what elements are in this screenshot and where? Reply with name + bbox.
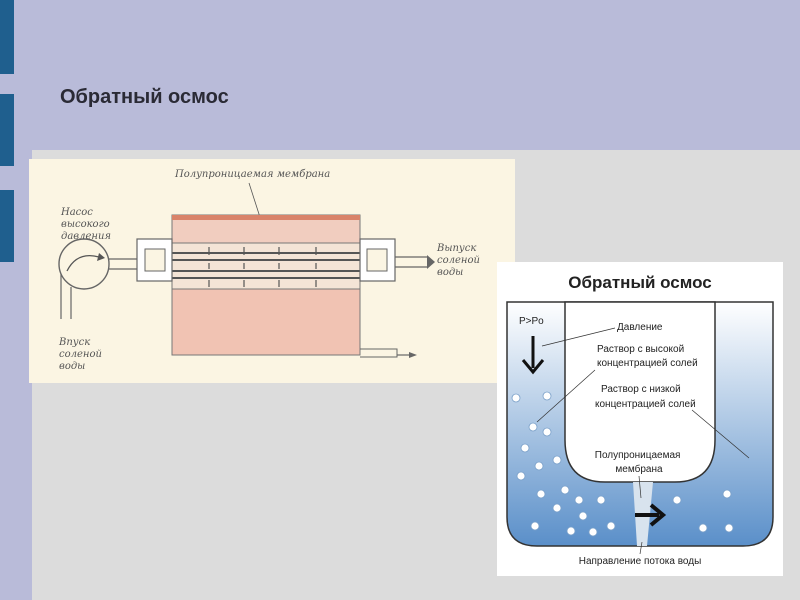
stripe-block: [0, 190, 14, 262]
low-conc-pointer: [691, 409, 750, 459]
flow-arrow-icon: [649, 503, 667, 527]
lower-chamber: [171, 288, 361, 356]
water-surface: [172, 215, 360, 220]
flow-label: Направление потока воды: [579, 556, 702, 567]
title-band: [0, 0, 800, 150]
pump-label: Насос высокого давления: [60, 207, 113, 242]
pressure-symbol: P>Po: [519, 316, 544, 327]
osmosis-drawing: Обратный осмос P>Po Давление Раствор с в…: [506, 273, 774, 567]
slide-title: Обратный осмос: [60, 86, 229, 108]
membrane-label: Полупроницаемая мембрана: [174, 169, 330, 180]
pump-pipe: [107, 258, 137, 270]
apparatus-drawing: Полупроницаемая мембрана: [58, 169, 483, 372]
salt-particles: [511, 391, 734, 537]
stripe-block: [0, 0, 14, 74]
stripe-block: [0, 94, 14, 166]
diagram-title: Обратный осмос: [568, 273, 711, 292]
pump-arrow-icon: [97, 253, 105, 261]
drain-arrow-icon: [409, 352, 417, 358]
outlet-manifold-inner: [366, 248, 388, 272]
inlet-label: Впуск соленой воды: [58, 337, 105, 372]
low-conc-label: Раствор с низкой концентрацией солей: [595, 384, 696, 410]
flow-pointer: [639, 541, 643, 555]
outlet-arrow-icon: [427, 255, 435, 269]
inlet-pipe: [60, 274, 72, 319]
membrane-label: Полупроницаемая мембрана: [595, 450, 684, 475]
center-chamber: [564, 301, 716, 483]
high-conc-label: Раствор с высокой концентрацией солей: [597, 344, 698, 369]
outlet-label: Выпуск соленой воды: [436, 243, 483, 278]
decorative-stripe: [0, 0, 14, 600]
apparatus-figure: Полупроницаемая мембрана: [29, 159, 515, 383]
pressure-pointer: [541, 327, 616, 347]
pump-circle: [58, 238, 110, 290]
pressure-arrow-icon: [521, 359, 545, 375]
high-conc-pointer: [536, 369, 596, 423]
outlet-pipe: [395, 256, 427, 268]
membrane-module: [171, 242, 361, 290]
drain-pipe: [360, 348, 398, 358]
flow-arrows: [208, 247, 317, 287]
pressure-label: Давление: [617, 322, 663, 333]
osmosis-figure: Обратный осмос P>Po Давление Раствор с в…: [497, 262, 783, 576]
inlet-manifold-inner: [144, 248, 166, 272]
membrane-pointer: [638, 475, 642, 499]
pump-rotation-arrow: [66, 254, 100, 272]
